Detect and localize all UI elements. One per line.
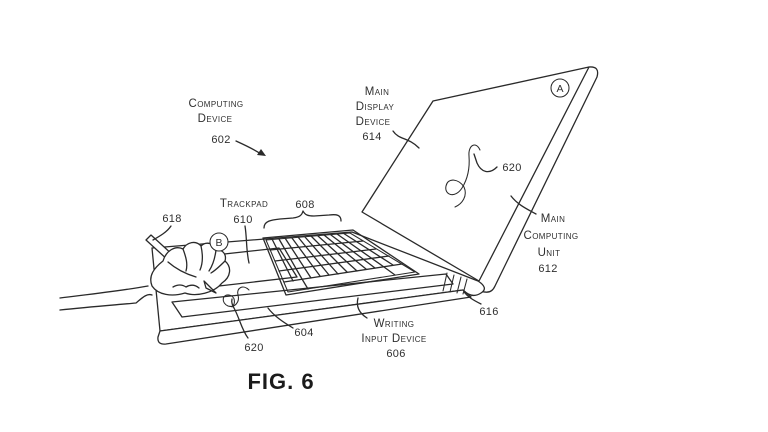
arm-line-upper (59, 285, 149, 299)
leader-602-arrowhead (257, 149, 266, 156)
leader-620-deck (231, 298, 249, 339)
label-computing-device-line1: Computing (188, 98, 243, 110)
label-computing-device-line2: Device (198, 113, 233, 125)
ref-606: 606 (386, 348, 405, 360)
detail-marker-b-label: B (215, 237, 222, 249)
leader-610 (244, 225, 250, 264)
keyboard-outer-border (262, 229, 420, 296)
brace-608 (263, 210, 342, 229)
label-main-display-line2: Display (356, 101, 395, 113)
laptop-base (151, 231, 485, 345)
label-main-display-line3: Device (356, 116, 391, 128)
base-front-face (157, 289, 472, 345)
leader-lines (152, 130, 537, 339)
finger-lines (167, 245, 226, 289)
ref-608: 608 (295, 199, 314, 211)
leader-616 (463, 291, 482, 305)
label-main-computing-line1: Main (541, 213, 566, 225)
ref-620-display: 620 (502, 162, 521, 174)
ref-610: 610 (233, 214, 252, 226)
label-writing-line2: Input Device (361, 333, 426, 345)
label-writing-line1: Writing (374, 318, 415, 330)
arm-line-lower (59, 293, 153, 311)
stylus-tip (203, 280, 217, 294)
display-side-edge (480, 66, 599, 293)
detail-marker-a-circle (550, 78, 570, 98)
writing-surface-outline (171, 273, 454, 318)
ref-614: 614 (362, 131, 381, 143)
label-main-display-line1: Main (365, 86, 390, 98)
label-main-computing-line3: Unit (538, 247, 561, 259)
figure-labels: Computing Device 602 Main Display Device… (162, 86, 578, 394)
leader-614 (392, 130, 420, 149)
display-scribble-path (445, 144, 481, 208)
leader-618 (152, 225, 172, 241)
leader-604 (267, 307, 294, 329)
keyboard-inner-border (265, 232, 416, 293)
detail-marker-b-circle (209, 232, 229, 252)
detail-markers: A B (209, 78, 570, 252)
ref-602: 602 (211, 134, 230, 146)
ref-618: 618 (162, 213, 181, 225)
hand-with-stylus (59, 234, 231, 311)
ref-604: 604 (294, 327, 313, 339)
label-main-computing-line2: Computing (523, 230, 578, 242)
leader-602-arrow (235, 140, 262, 155)
label-trackpad-line1: Trackpad (220, 198, 268, 210)
keyboard-keys (269, 232, 403, 290)
keyboard (262, 229, 420, 296)
detail-marker-a-label: A (556, 83, 563, 95)
ref-620-deck: 620 (244, 342, 263, 354)
leader-606 (356, 297, 368, 319)
ref-612: 612 (538, 263, 557, 275)
ref-616: 616 (479, 306, 498, 318)
leader-620-display (473, 153, 498, 173)
deck-scribble-path (222, 286, 250, 308)
leader-612 (510, 195, 537, 215)
figure-caption: FIG. 6 (247, 369, 314, 394)
